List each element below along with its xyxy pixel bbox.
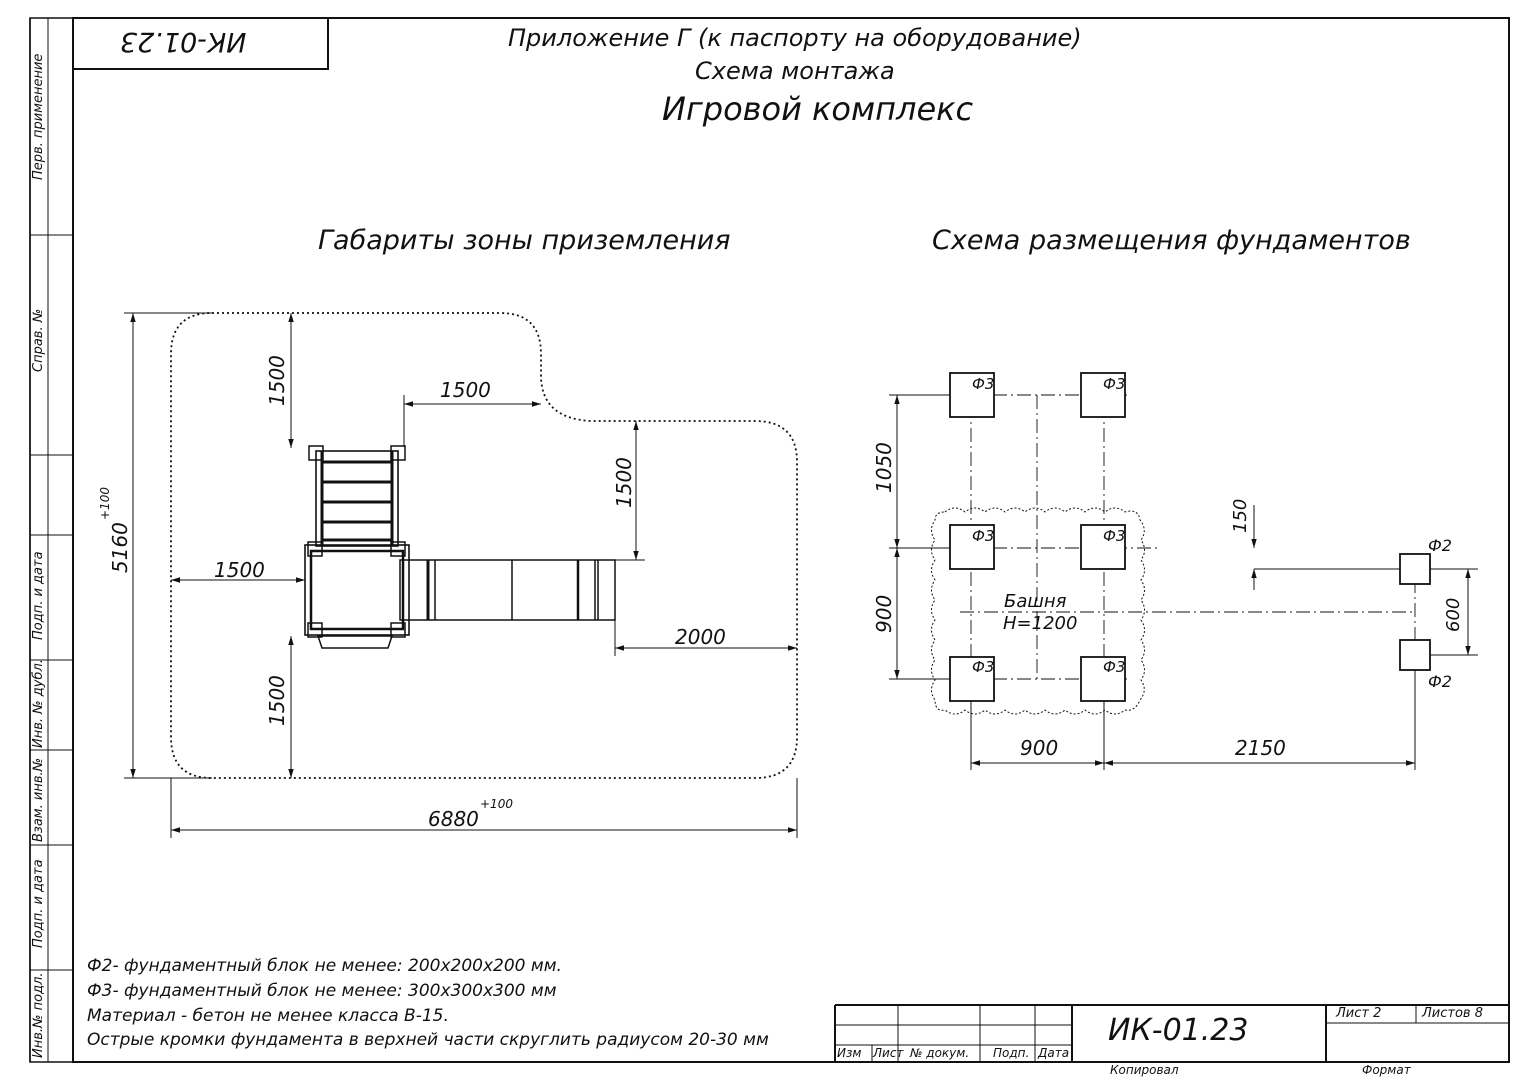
header-appendix: Приложение Г (к паспорту на оборудование… <box>508 24 1082 52</box>
f3-label: Ф3 <box>1103 658 1126 676</box>
title-block-col-doc: № докум. <box>910 1046 970 1060</box>
tower-label: Башня <box>1004 591 1067 612</box>
f3-block <box>949 656 995 702</box>
f3-label: Ф3 <box>972 375 995 393</box>
f2-block <box>1399 639 1431 671</box>
title-block-col-date: Дата <box>1038 1046 1070 1060</box>
dim-1050: 1050 <box>872 442 896 493</box>
dim-150: 150 <box>1230 498 1251 533</box>
dim-width-tolerance: +100 <box>480 797 513 811</box>
dim-900-vertical: 900 <box>872 594 896 633</box>
title-block-code: ИК-01.23 <box>1108 1013 1249 1048</box>
landing-zone-outline <box>170 312 798 779</box>
drawing-frame <box>29 17 1510 1063</box>
side-label-ref-no: Справ. № <box>31 308 46 372</box>
landing-zone-title: Габариты зоны приземления <box>318 225 731 256</box>
f3-label: Ф3 <box>1103 527 1126 545</box>
side-label-dup-inv: Инв. № дубл. <box>31 659 46 748</box>
dim-top-right-1500: 1500 <box>440 378 491 402</box>
f3-block <box>1080 656 1126 702</box>
side-label-sign-date: Подп. и дата <box>31 551 46 640</box>
foundation-blocks <box>949 372 1431 702</box>
f3-block <box>1080 372 1126 418</box>
f3-block <box>1080 524 1126 570</box>
title-block-col-change: Изм <box>837 1046 862 1060</box>
dim-bottom-1500: 1500 <box>265 675 289 726</box>
play-equipment <box>304 445 616 649</box>
title-block-sheet: Лист 2 <box>1336 1006 1382 1021</box>
dim-height-5160: 5160 <box>108 522 132 573</box>
title-block-col-sheet: Лист <box>873 1046 904 1060</box>
landing-dimensions <box>124 312 798 838</box>
side-label-replace-inv: Взам. инв.№ <box>31 757 46 842</box>
f3-label: Ф3 <box>1103 375 1126 393</box>
dim-right-1500: 1500 <box>612 457 636 508</box>
side-label-first-use: Перв. применение <box>31 53 46 180</box>
stamp-code: ИК-01.23 <box>120 26 247 57</box>
note-f3: Ф3- фундаментный блок не менее: 300х300х… <box>87 981 557 1001</box>
foundation-dimensions <box>889 394 1478 770</box>
note-edges: Острые кромки фундамента в верхней части… <box>87 1030 769 1050</box>
dim-left-1500: 1500 <box>214 558 265 582</box>
f2-label: Ф2 <box>1428 536 1452 555</box>
dim-600: 600 <box>1443 597 1464 632</box>
dim-height-tolerance: +100 <box>98 487 112 520</box>
f3-block <box>949 524 995 570</box>
side-label-sign-date-2: Подп. и дата <box>31 859 46 948</box>
title-block-copied: Копировал <box>1110 1063 1179 1077</box>
note-f2: Ф2- фундаментный блок не менее: 200х200х… <box>87 956 562 976</box>
f3-label: Ф3 <box>972 527 995 545</box>
header-scheme: Схема монтажа <box>695 57 895 85</box>
f3-label: Ф3 <box>972 658 995 676</box>
centerlines <box>945 380 1416 710</box>
dim-slide-2000: 2000 <box>675 625 726 649</box>
dim-900-horizontal: 900 <box>1020 736 1059 760</box>
title-block-col-sign: Подп. <box>993 1046 1030 1060</box>
tower-height: H=1200 <box>1003 613 1078 634</box>
f2-label: Ф2 <box>1428 672 1452 691</box>
header-product: Игровой комплекс <box>662 90 974 128</box>
dim-width-6880: 6880 <box>428 807 479 831</box>
f2-block <box>1399 553 1431 585</box>
title-block-format: Формат <box>1362 1063 1411 1077</box>
side-label-orig-inv: Инв.№ подл. <box>31 972 46 1058</box>
foundation-scheme-title: Схема размещения фундаментов <box>932 225 1411 256</box>
note-material: Материал - бетон не менее класса В-15. <box>87 1006 449 1026</box>
tower-outline <box>931 507 1145 715</box>
dim-top-1500: 1500 <box>265 355 289 406</box>
title-block <box>834 1004 1509 1062</box>
title-block-sheets: Листов 8 <box>1422 1006 1483 1021</box>
f3-block <box>949 372 995 418</box>
dim-2150: 2150 <box>1235 736 1286 760</box>
